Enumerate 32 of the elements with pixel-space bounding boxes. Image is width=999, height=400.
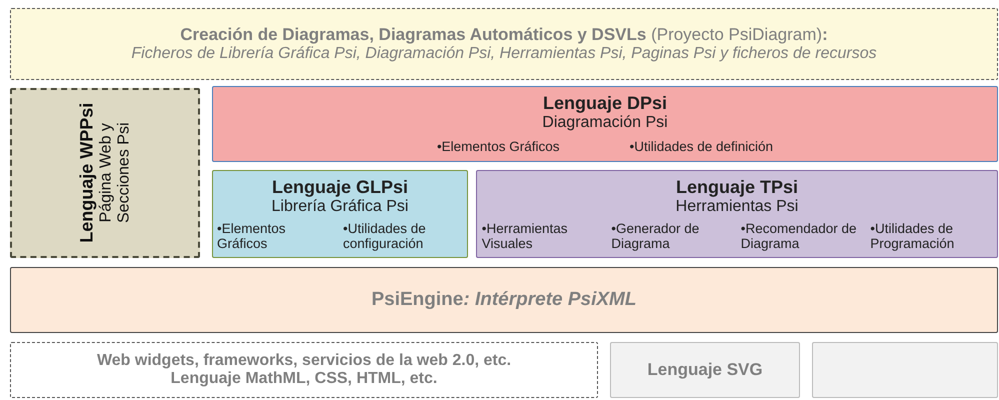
language-subtitle: Página Web y Secciones Psi bbox=[96, 122, 134, 226]
language-subtitle: Librería Gráfica Psi bbox=[272, 198, 408, 216]
layer-box bbox=[10, 267, 998, 333]
language-box bbox=[476, 170, 998, 258]
layer-label: Web widgets, frameworks, servicios de la web 2.0, etc. bbox=[96, 352, 512, 369]
layer-label: Lenguaje MathML, CSS, HTML, etc. bbox=[170, 370, 438, 387]
layer-label: : Intérprete PsiXML bbox=[463, 289, 636, 311]
bullet-item: •Utilidades de Programación bbox=[870, 222, 956, 251]
header-subtitle: Ficheros de Librería Gráfica Psi, Diagramación Psi, Herramientas Psi, Paginas Psi y ficheros de recursos bbox=[131, 44, 877, 63]
layer-label: PsiEngine bbox=[371, 289, 464, 311]
language-box bbox=[212, 170, 468, 258]
language-title: Lenguaje DPsi bbox=[542, 93, 668, 114]
language-subtitle: Herramientas Psi bbox=[676, 198, 798, 216]
layer-label: Lenguaje SVG bbox=[647, 360, 763, 380]
bullet-item: •Herramientas Visuales bbox=[482, 222, 569, 251]
header-banner bbox=[10, 8, 998, 80]
bullet-item: •Elementos Gráficos bbox=[436, 140, 560, 155]
language-box bbox=[212, 86, 998, 162]
language-box bbox=[10, 88, 200, 258]
header-title: Creación de Diagramas, Diagramas Automáticos y DSVLs (Proyecto PsiDiagram): bbox=[180, 25, 828, 44]
language-title: Lenguaje TPsi bbox=[676, 177, 798, 198]
bullet-item: •Generador de Diagrama bbox=[611, 222, 700, 251]
empty-box bbox=[812, 342, 998, 398]
layer-box bbox=[10, 342, 598, 398]
language-title: Lenguaje WPPsi bbox=[76, 102, 97, 244]
bullet-item: •Recomendador de Diagrama bbox=[740, 222, 858, 251]
layer-box bbox=[610, 342, 800, 398]
language-subtitle: Diagramación Psi bbox=[542, 114, 668, 132]
bullet-item: •Utilidades de definición bbox=[629, 140, 774, 155]
bullet-item: •Utilidades de configuración bbox=[343, 222, 427, 251]
language-title: Lenguaje GLPsi bbox=[272, 177, 408, 198]
bullet-item: •Elementos Gráficos bbox=[217, 222, 287, 251]
